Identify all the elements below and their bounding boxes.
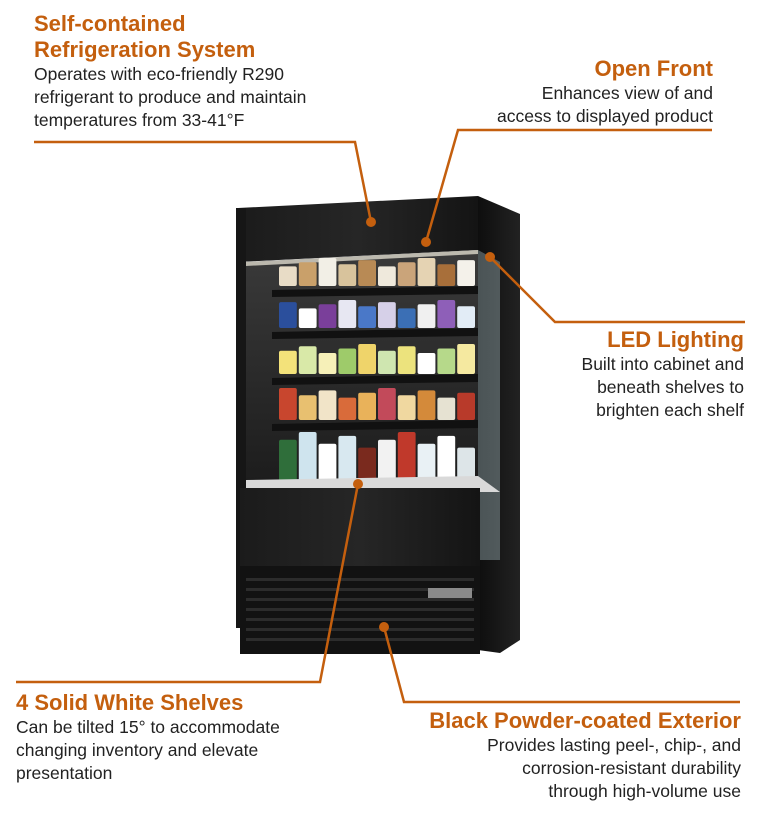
led-lighting-description: Built into cabinet and beneath shelves t… <box>581 354 744 420</box>
callout-shelves: 4 Solid White Shelves Can be tilted 15° … <box>16 690 280 785</box>
vent-slat <box>246 628 474 631</box>
product-item <box>437 397 456 420</box>
product-item <box>417 258 436 286</box>
shelves-group <box>272 286 478 431</box>
callout-refrigeration: Self-contained Refrigeration System Oper… <box>34 11 306 132</box>
refrigeration-title: Self-contained Refrigeration System <box>34 11 256 62</box>
leader-dot-refrigeration <box>366 217 376 227</box>
product-item <box>378 350 396 374</box>
product-item <box>417 443 436 484</box>
vent-slat <box>246 608 474 611</box>
leader-lines <box>16 128 745 704</box>
vent-slat <box>246 578 474 581</box>
product-item <box>417 304 436 328</box>
product-item <box>318 390 337 420</box>
product-item <box>378 388 396 420</box>
products <box>279 258 475 484</box>
leader-refrigeration <box>34 140 373 223</box>
product-item <box>378 266 396 286</box>
cabinet-lower-body <box>240 488 480 568</box>
product-item <box>298 262 317 286</box>
product-item <box>457 447 475 484</box>
open-front-title: Open Front <box>594 56 713 81</box>
product-item <box>338 348 357 374</box>
callout-led-lighting: LED Lighting Built into cabinet and bene… <box>582 327 744 422</box>
led-strip <box>246 250 478 266</box>
leader-exterior <box>382 626 740 704</box>
product-item <box>397 308 416 328</box>
product-item <box>457 306 475 328</box>
refrigeration-description: Operates with eco-friendly R290 refriger… <box>34 64 307 130</box>
product-item <box>338 264 357 286</box>
product-item <box>298 308 317 328</box>
product-item <box>378 302 396 328</box>
product-item <box>318 258 337 286</box>
vent-slat <box>246 638 474 641</box>
product-item <box>318 304 337 328</box>
product-item <box>417 390 436 420</box>
product-item <box>397 432 416 484</box>
product-item <box>279 439 297 484</box>
exterior-title: Black Powder-coated Exterior <box>429 708 741 733</box>
shelves-title: 4 Solid White Shelves <box>16 690 244 715</box>
product-item <box>437 300 456 328</box>
product-item <box>378 439 396 484</box>
product-item <box>279 350 297 374</box>
leader-dot-open-front <box>421 237 431 247</box>
product-item <box>397 262 416 286</box>
led-lighting-title: LED Lighting <box>607 327 744 352</box>
product-item <box>318 353 337 374</box>
cabinet-left-post <box>236 208 246 628</box>
shelf-4 <box>272 420 478 431</box>
product-item <box>279 388 297 420</box>
cabinet-canopy <box>238 196 478 262</box>
product-item <box>338 435 357 484</box>
leader-dot-exterior <box>379 622 389 632</box>
shelf-1 <box>272 286 478 297</box>
glass-side-shield <box>478 250 500 560</box>
leader-open-front <box>424 128 712 243</box>
product-item <box>397 346 416 374</box>
product-item <box>338 300 357 328</box>
product-item <box>437 264 456 286</box>
product-item <box>358 392 376 420</box>
product-item <box>397 395 416 420</box>
leader-led-lighting <box>489 256 745 324</box>
product-item <box>358 260 376 286</box>
shelf-3 <box>272 374 478 385</box>
product-item <box>279 302 297 328</box>
shelves-description: Can be tilted 15° to accommodate changin… <box>16 717 280 783</box>
product-item <box>298 346 317 374</box>
product-item <box>457 260 475 286</box>
grille-vents <box>246 578 474 641</box>
open-front-description: Enhances view of and access to displayed… <box>497 83 713 126</box>
callout-open-front: Open Front Enhances view of and access t… <box>497 56 713 128</box>
product-item <box>298 395 317 420</box>
product-item <box>338 397 357 420</box>
vent-slat <box>246 618 474 621</box>
callout-exterior: Black Powder-coated Exterior Provides la… <box>429 708 741 803</box>
product-item <box>457 392 475 420</box>
product-item <box>298 432 317 484</box>
leader-shelves <box>16 483 360 684</box>
leader-dot-led-lighting <box>485 252 495 262</box>
vent-slat <box>246 588 474 591</box>
product-item <box>457 344 475 374</box>
product-item <box>437 435 456 484</box>
product-item <box>318 443 337 484</box>
leader-dot-shelves <box>353 479 363 489</box>
cabinet-side-panel <box>478 196 520 653</box>
product-item <box>358 344 376 374</box>
brand-badge <box>428 588 472 598</box>
shelf-2 <box>272 328 478 339</box>
vent-slat <box>246 598 474 601</box>
product-item <box>358 306 376 328</box>
product-item <box>437 348 456 374</box>
product-item <box>417 353 436 374</box>
product-item <box>279 266 297 286</box>
exterior-description: Provides lasting peel-, chip-, and corro… <box>487 735 741 801</box>
product-item <box>358 447 376 484</box>
